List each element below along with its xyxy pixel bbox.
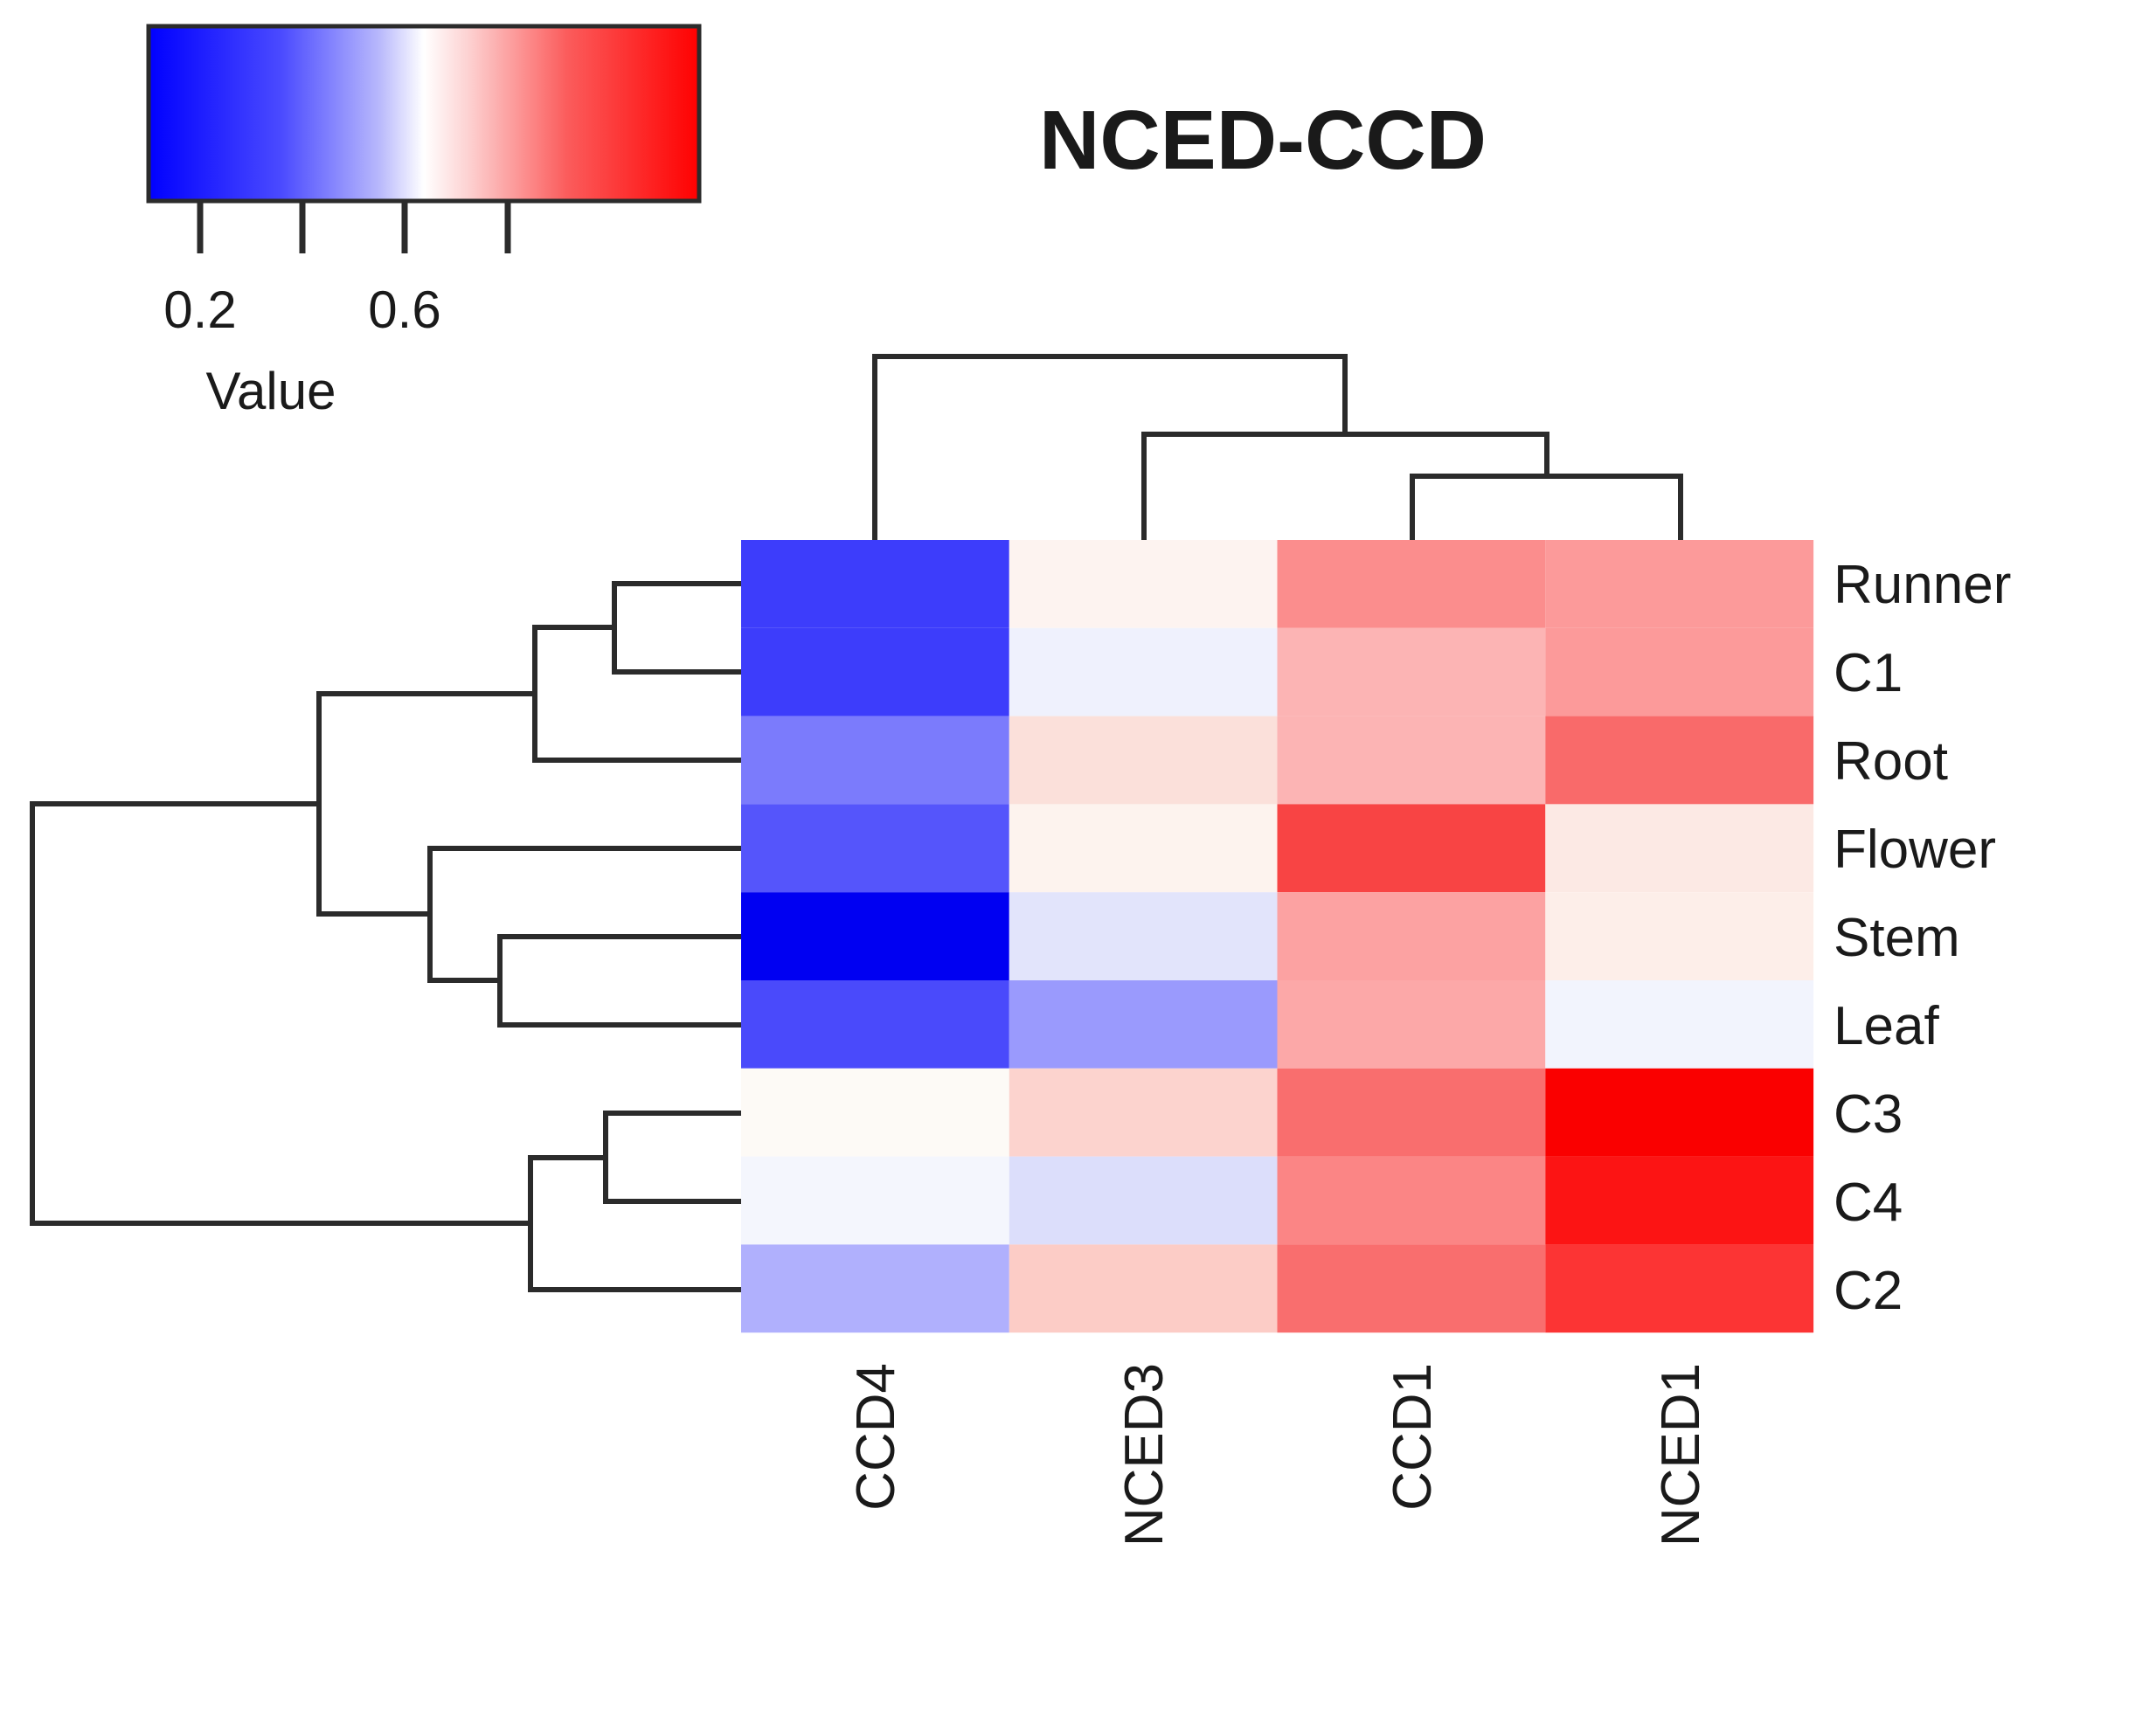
color-key-gradient-bar: [149, 26, 699, 201]
heatmap-cell[interactable]: [1009, 804, 1278, 893]
heatmap-cell[interactable]: [1545, 1068, 1814, 1157]
heatmap-cell[interactable]: [1277, 1068, 1546, 1157]
heatmap-cell[interactable]: [1277, 980, 1546, 1069]
heatmap-cell[interactable]: [741, 1156, 1009, 1245]
row-label-root: Root: [1834, 731, 1948, 792]
heatmap-cell[interactable]: [741, 627, 1009, 716]
heatmap-cell[interactable]: [741, 1244, 1009, 1333]
heatmap-cell[interactable]: [741, 1068, 1009, 1157]
heatmap-cell[interactable]: [1277, 1156, 1546, 1245]
heatmap-cell[interactable]: [1545, 627, 1814, 716]
heatmap-grid: [741, 540, 1814, 1333]
dendrogram-link-upper-cluster: [316, 691, 535, 917]
row-label-c2: C2: [1834, 1261, 1903, 1321]
color-key-axis-label: Value: [205, 362, 336, 420]
row-label-runner: Runner: [1834, 555, 2011, 615]
heatmap-cell[interactable]: [741, 804, 1009, 893]
column-label-nced1: NCED1: [1651, 1363, 1711, 1547]
heatmap-cell[interactable]: [741, 892, 1009, 980]
heatmap-cell[interactable]: [1277, 627, 1546, 716]
heatmap-cell[interactable]: [1277, 716, 1546, 805]
column-label-ccd4: CCD4: [846, 1363, 906, 1511]
heatmap-cell[interactable]: [1009, 540, 1278, 628]
heatmap-cell[interactable]: [1545, 716, 1814, 805]
dendrogram-link-ccd4-root: [872, 354, 1348, 540]
dendrogram-link-ccd1-nced1: [1410, 474, 1683, 540]
heatmap-cell[interactable]: [1545, 1156, 1814, 1245]
row-label-c1: C1: [1834, 643, 1903, 703]
heatmap-cell[interactable]: [741, 980, 1009, 1069]
color-key: 0.2 0.6 Value: [146, 24, 702, 420]
heatmap-cell[interactable]: [1545, 1244, 1814, 1333]
heatmap-cell[interactable]: [1277, 804, 1546, 893]
row-label-flower: Flower: [1834, 820, 1996, 880]
dendrogram-link-c3-c4: [603, 1111, 741, 1204]
heatmap-cell[interactable]: [1277, 1244, 1546, 1333]
heatmap-cell[interactable]: [1545, 804, 1814, 893]
color-key-border: [146, 24, 702, 204]
heatmap-cell[interactable]: [1277, 892, 1546, 980]
column-dendrogram: [872, 354, 1683, 540]
heatmap-cell[interactable]: [1545, 892, 1814, 980]
column-label-ccd1: CCD1: [1383, 1363, 1443, 1511]
heatmap-cell[interactable]: [1009, 627, 1278, 716]
color-key-tick-label-low: 0.2: [163, 280, 236, 339]
color-key-tick-label-high: 0.6: [368, 280, 440, 339]
heatmap-cell[interactable]: [1009, 980, 1278, 1069]
row-labels: Runner C1 Root Flower Stem Leaf C3 C4 C2: [1834, 555, 2011, 1321]
heatmap-cell[interactable]: [1009, 1244, 1278, 1333]
heatmap-cell[interactable]: [1009, 892, 1278, 980]
row-label-c4: C4: [1834, 1173, 1903, 1233]
dendrogram-link-nced3-cluster: [1141, 432, 1549, 540]
dendrogram-link-c3c4-c2: [528, 1155, 741, 1292]
dendrogram-link-stem-leaf: [497, 934, 741, 1028]
dendrogram-link-runner-c1: [612, 581, 741, 675]
dendrogram-link-runnerc1-root: [532, 625, 741, 763]
dendrogram-link-flower-stemleaf: [427, 846, 741, 983]
heatmap-cell[interactable]: [1009, 1156, 1278, 1245]
heatmap-cell[interactable]: [1009, 1068, 1278, 1157]
heatmap-cell[interactable]: [741, 716, 1009, 805]
row-label-leaf: Leaf: [1834, 996, 1939, 1056]
dendrogram-link-root: [30, 801, 530, 1226]
column-label-nced3: NCED3: [1114, 1363, 1175, 1547]
page-title: NCED-CCD: [1039, 93, 1487, 187]
row-dendrogram: [30, 581, 741, 1292]
heatmap-cell[interactable]: [1009, 716, 1278, 805]
heatmap-cell[interactable]: [1545, 540, 1814, 628]
heatmap-cell[interactable]: [741, 540, 1009, 628]
column-labels: CCD4 NCED3 CCD1 NCED1: [846, 1363, 1711, 1547]
heatmap-cell[interactable]: [1545, 980, 1814, 1069]
row-label-stem: Stem: [1834, 908, 1960, 968]
heatmap-cell[interactable]: [1277, 540, 1546, 628]
row-label-c3: C3: [1834, 1084, 1903, 1145]
